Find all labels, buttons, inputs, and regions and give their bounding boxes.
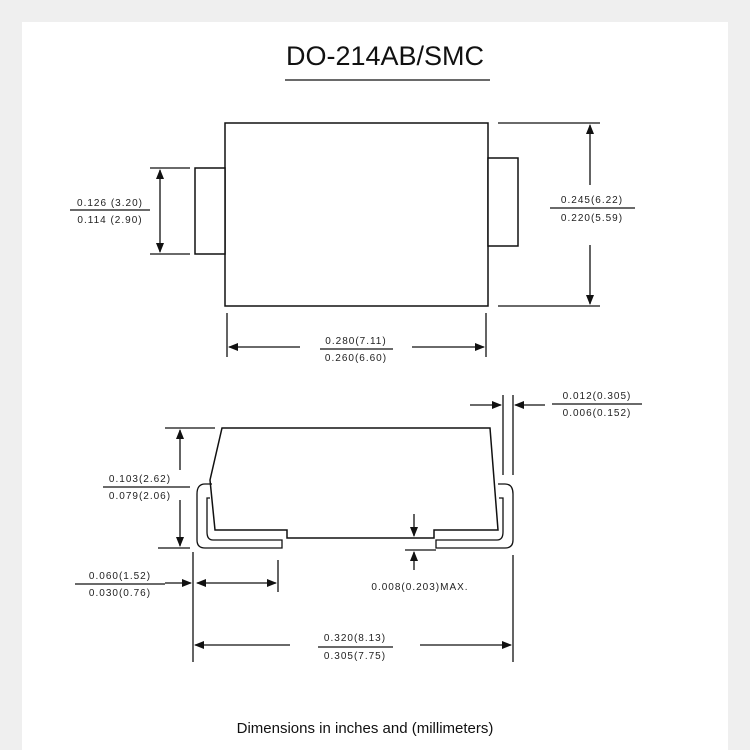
dim-max-text: 0.012(0.305) bbox=[563, 391, 632, 402]
body-height-dimension: 0.245(6.22) 0.220(5.59) bbox=[498, 122, 635, 307]
left-terminal bbox=[194, 167, 226, 255]
dim-max-text: 0.320(8.13) bbox=[324, 633, 386, 644]
right-terminal bbox=[487, 157, 519, 247]
top-view: 0.126 (3.20) 0.114 (2.90) 0.245(6.22) 0.… bbox=[70, 122, 635, 364]
dim-max-text: 0.280(7.11) bbox=[325, 336, 386, 347]
lead-length-dimension: 0.060(1.52) 0.030(0.76) bbox=[75, 552, 279, 662]
dim-max-text: 0.103(2.62) bbox=[109, 474, 171, 485]
dim-max-text: 0.245(6.22) bbox=[561, 195, 623, 206]
tab-height-dimension: 0.126 (3.20) 0.114 (2.90) bbox=[70, 167, 190, 255]
body-width-dimension: 0.280(7.11) 0.260(6.60) bbox=[226, 313, 487, 364]
dim-min-text: 0.079(2.06) bbox=[109, 491, 171, 502]
height-dimension: 0.103(2.62) 0.079(2.06) bbox=[103, 427, 215, 549]
dim-max-text: 0.060(1.52) bbox=[89, 571, 151, 582]
lead-thickness-dimension: 0.012(0.305) 0.006(0.152) bbox=[470, 391, 642, 475]
package-body-side bbox=[209, 427, 499, 539]
standoff-dimension: 0.008(0.203)MAX. bbox=[371, 514, 468, 593]
right-lead bbox=[435, 483, 514, 549]
dim-min-text: 0.260(6.60) bbox=[325, 353, 387, 364]
dim-max-text: 0.126 (3.20) bbox=[77, 198, 143, 209]
overall-length-dimension: 0.320(8.13) 0.305(7.75) bbox=[194, 555, 514, 662]
dim-min-text: 0.006(0.152) bbox=[563, 408, 632, 419]
dim-min-text: 0.114 (2.90) bbox=[77, 215, 142, 226]
left-lead bbox=[196, 483, 283, 549]
package-body bbox=[224, 122, 489, 307]
side-view: 0.012(0.305) 0.006(0.152) 0.103(2.62) 0.… bbox=[75, 391, 642, 662]
package-title: DO-214AB/SMC bbox=[286, 41, 484, 71]
dim-min-text: 0.220(5.59) bbox=[561, 213, 623, 224]
standoff-text: 0.008(0.203)MAX. bbox=[371, 582, 468, 593]
units-footnote: Dimensions in inches and (millimeters) bbox=[237, 720, 494, 737]
dim-min-text: 0.305(7.75) bbox=[324, 651, 386, 662]
dim-min-text: 0.030(0.76) bbox=[89, 588, 151, 599]
